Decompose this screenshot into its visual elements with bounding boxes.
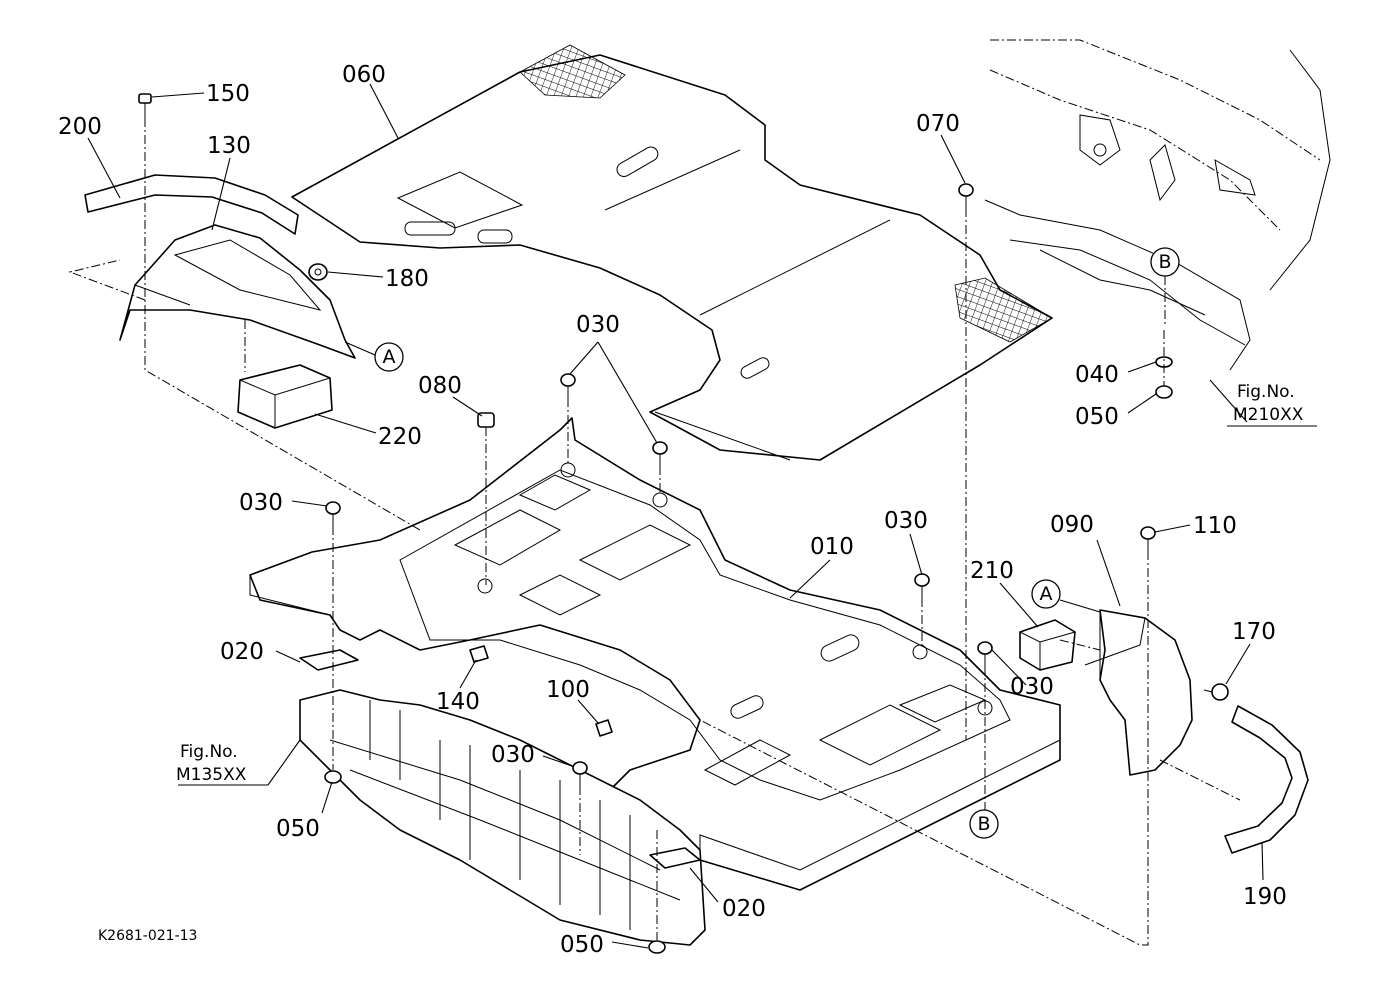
callout-050: 050	[1075, 404, 1119, 430]
callout-190: 190	[1243, 884, 1287, 910]
trim-strip-200	[84, 174, 299, 235]
fig-ref-number: M210XX	[1233, 405, 1304, 425]
bolt-110	[1140, 526, 1156, 551]
bracket-020-a	[299, 649, 359, 671]
callout-labels: 150 200 130 060 180 220 070 040 050 080 …	[58, 62, 1287, 958]
frame-underbody	[299, 689, 706, 946]
cover-090	[1084, 609, 1193, 776]
ref-mark-b-bottom: B	[969, 809, 999, 839]
reference-view-m210xx	[984, 39, 1331, 371]
assembly-lines	[68, 118, 1241, 946]
callout-020: 020	[722, 896, 766, 922]
callout-030: 030	[1010, 674, 1054, 700]
callout-210: 210	[970, 558, 1014, 584]
nut-050-b	[324, 770, 342, 784]
callout-130: 130	[207, 133, 251, 159]
bolt-030-c	[325, 501, 341, 526]
ref-mark-a-right: A	[1031, 579, 1101, 613]
callout-030: 030	[239, 490, 283, 516]
floor-mat-060	[291, 44, 1053, 461]
callout-170: 170	[1232, 619, 1276, 645]
callout-060: 060	[342, 62, 386, 88]
callout-030: 030	[576, 312, 620, 338]
fig-ref-title: Fig.No.	[1237, 382, 1295, 402]
bolt-030-d	[914, 573, 930, 598]
ref-mark-label: A	[383, 346, 396, 368]
ref-mark-label: B	[1158, 251, 1171, 273]
callout-050: 050	[560, 932, 604, 958]
clip-140	[469, 645, 489, 663]
bolt-030-a	[560, 373, 576, 398]
nut-050-c	[648, 940, 666, 954]
cover-130	[119, 224, 356, 359]
callout-150: 150	[206, 81, 250, 107]
callout-010: 010	[810, 534, 854, 560]
fig-ref-number: M135XX	[176, 765, 247, 785]
callout-leaders	[87, 83, 1317, 949]
callout-080: 080	[418, 373, 462, 399]
nut-050-a	[1155, 385, 1173, 399]
ref-mark-b-top: B	[1150, 247, 1180, 325]
callout-100: 100	[546, 677, 590, 703]
callout-070: 070	[916, 111, 960, 137]
fig-ref-title: Fig.No.	[180, 742, 238, 762]
bolt-070	[958, 183, 974, 208]
trim-strip-190	[1224, 705, 1309, 854]
ref-mark-label: A	[1040, 583, 1053, 605]
ref-mark-a-left: A	[344, 341, 404, 372]
fig-ref-m135xx: Fig.No. M135XX	[176, 742, 247, 785]
bolt-030-b	[652, 441, 668, 466]
callout-220: 220	[378, 424, 422, 450]
ref-mark-label: B	[977, 813, 990, 835]
callout-020: 020	[220, 639, 264, 665]
bolt-030-f	[572, 761, 588, 786]
bracket-020-b	[649, 847, 701, 869]
callout-050: 050	[276, 816, 320, 842]
clip-100	[595, 719, 613, 737]
callout-090: 090	[1050, 512, 1094, 538]
callout-030: 030	[491, 742, 535, 768]
pad-210	[1019, 619, 1076, 671]
pad-220	[237, 364, 333, 429]
callout-110: 110	[1193, 513, 1237, 539]
bolt-030-e	[977, 641, 993, 666]
drawing-code: K2681-021-13	[98, 928, 197, 944]
callout-140: 140	[436, 689, 480, 715]
bolt-170	[1203, 683, 1229, 701]
callout-030: 030	[884, 508, 928, 534]
fig-ref-m210xx: Fig.No. M210XX	[1233, 382, 1304, 425]
callout-040: 040	[1075, 362, 1119, 388]
plug-180	[308, 263, 328, 281]
callout-200: 200	[58, 114, 102, 140]
bolt-150	[138, 93, 152, 118]
callout-180: 180	[385, 266, 429, 292]
